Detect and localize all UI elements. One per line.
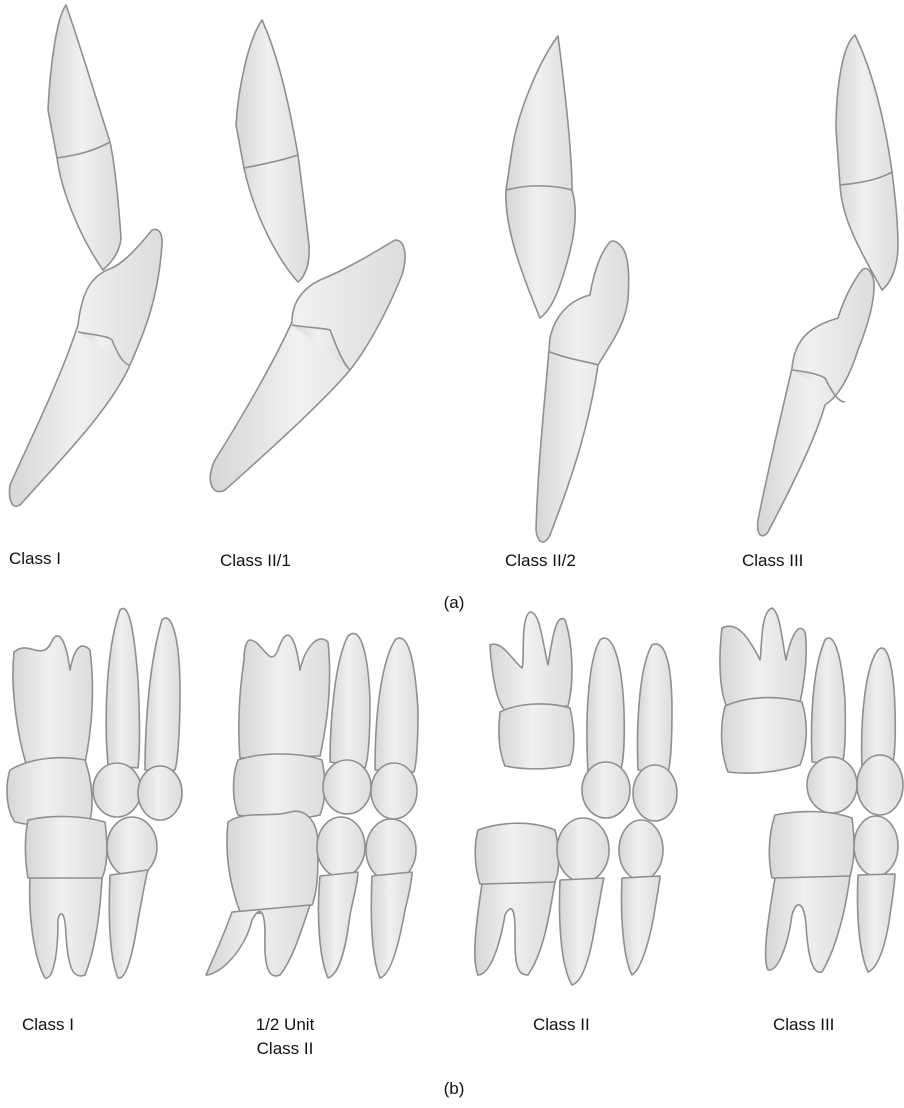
upper-incisor — [836, 35, 898, 290]
class-ii-1-incisors — [210, 20, 405, 492]
upper-premolar-crown-1 — [582, 762, 630, 818]
upper-premolar-crown-1 — [323, 760, 371, 814]
upper-premolar-crown-1 — [93, 763, 141, 817]
lower-premolar-root-2 — [621, 876, 660, 975]
lower-premolar-root — [109, 870, 148, 978]
upper-premolar-crown-2 — [857, 755, 903, 815]
lower-premolar-crown-2 — [619, 820, 663, 880]
upper-premolar-root-2 — [375, 638, 418, 772]
upper-premolar-root-2 — [638, 644, 672, 772]
lower-premolar-crown-1 — [557, 818, 609, 882]
upper-premolar-crown-1 — [807, 757, 857, 813]
class-i-incisors — [9, 5, 162, 506]
lower-premolar-root — [857, 874, 895, 972]
lower-incisor — [210, 240, 405, 492]
upper-first-molar-root — [13, 636, 92, 770]
upper-premolar-root-2 — [862, 648, 896, 770]
lower-first-molar-crown — [227, 811, 318, 913]
upper-incisor — [236, 20, 309, 282]
upper-premolar-root-2 — [145, 618, 180, 770]
lower-premolar-crown-1 — [317, 817, 365, 877]
upper-first-molar-crown — [234, 754, 325, 819]
caption-a: (a) — [444, 592, 465, 614]
upper-first-molar-root — [239, 635, 330, 758]
upper-premolar-crown-2 — [633, 765, 677, 821]
upper-first-molar-crown — [7, 758, 92, 827]
upper-premolar-root-1 — [812, 638, 846, 765]
lower-premolar-crown — [854, 816, 898, 876]
lower-first-molar-root — [206, 905, 310, 976]
label-a-class-ii-2: Class II/2 — [505, 550, 576, 572]
upper-first-molar-root — [490, 612, 572, 710]
caption-b: (b) — [444, 1078, 465, 1100]
label-a-class-iii: Class III — [742, 550, 803, 572]
upper-first-molar-root — [720, 608, 806, 705]
lower-premolar-crown — [107, 817, 157, 877]
upper-premolar-root-1 — [587, 638, 624, 772]
lower-first-molar-root — [766, 876, 850, 972]
upper-premolar-crown-2 — [138, 766, 182, 820]
class-iii-incisors — [758, 35, 898, 536]
class-iii-molars — [720, 608, 903, 972]
upper-incisor — [506, 36, 575, 318]
lower-incisor — [758, 269, 874, 536]
upper-incisor — [48, 5, 121, 270]
class-i-molars — [7, 608, 182, 978]
label-b-class-ii: Class II — [533, 1014, 590, 1036]
label-a-class-ii-1: Class II/1 — [220, 550, 291, 572]
upper-premolar-root-1 — [330, 633, 370, 768]
label-b-half-unit-class-ii: Class II — [257, 1038, 314, 1060]
class-ii-molars — [475, 612, 677, 985]
lower-first-molar-crown — [475, 823, 559, 887]
lower-first-molar-crown — [769, 812, 854, 881]
class-ii-2-incisors — [506, 36, 629, 542]
label-b-class-i: Class I — [22, 1014, 74, 1036]
lower-premolar-root-2 — [371, 872, 412, 978]
half-unit-class-ii-molars — [206, 633, 418, 978]
lower-first-molar-crown — [25, 816, 107, 881]
lower-premolar-root-1 — [318, 872, 358, 978]
upper-premolar-root-1 — [106, 608, 139, 768]
lower-incisor — [9, 230, 162, 507]
upper-first-molar-crown — [722, 698, 807, 774]
lower-premolar-root-1 — [560, 878, 605, 985]
lower-first-molar-root — [30, 878, 102, 978]
lower-first-molar-root — [475, 882, 555, 975]
upper-premolar-crown-2 — [371, 763, 417, 819]
upper-first-molar-crown — [499, 704, 574, 769]
label-b-class-iii: Class III — [773, 1014, 834, 1036]
label-a-class-i: Class I — [9, 548, 61, 570]
label-b-half-unit: 1/2 Unit — [256, 1014, 315, 1036]
